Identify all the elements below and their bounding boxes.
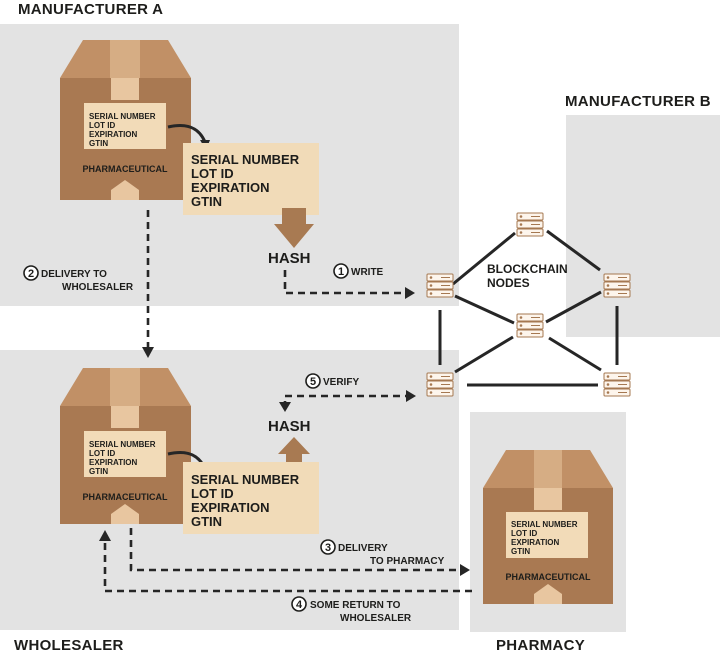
box-p-serial: SERIAL NUMBER [511,520,578,529]
hash-down-arrow [274,208,314,248]
step-3-line2: TO PHARMACY [370,556,445,567]
box-w-serial: SERIAL NUMBER [89,440,156,449]
title-pharmacy: PHARMACY [496,637,585,654]
node-bottom-left [426,372,454,397]
info-a-gtin: GTIN [191,194,222,209]
node-center [516,313,544,338]
box-w-pharmaceutical: PHARMACEUTICAL [83,492,168,502]
node-bottom-right [603,372,631,397]
step-1-number: 1 [338,266,344,278]
write-path [283,270,405,295]
box-p-expiration: EXPIRATION [511,538,560,547]
hash-label-top: HASH [268,250,311,267]
node-top [516,212,544,237]
step-5-circle [305,373,321,389]
hash-label-bottom: HASH [268,418,311,435]
node-right [603,273,631,298]
info-w-serial: SERIAL NUMBER [191,472,300,487]
box-a-gtin: GTIN [89,139,108,148]
step-5-text: VERIFY [323,377,359,388]
info-card-a [183,143,319,215]
box-a-lot: LOT ID [89,121,115,130]
box-a-serial: SERIAL NUMBER [89,112,156,121]
step-1-circle [333,263,349,279]
box-w-gtin: GTIN [89,467,108,476]
delivery-pharmacy-path [129,528,460,572]
box-manufacturer-a: SERIAL NUMBER LOT ID EXPIRATION GTIN PHA… [60,40,191,200]
step-4-line2: WHOLESALER [340,613,412,624]
step-4-number: 4 [296,599,303,611]
box-w-expiration: EXPIRATION [89,458,138,467]
hash-up-arrow [278,437,310,462]
info-w-expiration: EXPIRATION [191,500,270,515]
delivery-wholesaler-arrowhead [142,347,154,358]
info-w-gtin: GTIN [191,514,222,529]
info-a-expiration: EXPIRATION [191,180,270,195]
step-4-line1: SOME RETURN TO [310,600,401,611]
node-left [426,273,454,298]
info-card-w [183,462,319,534]
box-a-label-lines: SERIAL NUMBER LOT ID EXPIRATION GTIN [89,112,156,148]
info-a-serial: SERIAL NUMBER [191,152,300,167]
blockchain-network [426,212,631,397]
box-wholesaler: SERIAL NUMBER LOT ID EXPIRATION GTIN PHA… [60,368,191,524]
verify-arrowhead-right [406,390,416,402]
info-a-lot: LOT ID [191,166,234,181]
delivery-pharmacy-arrowhead [460,564,470,576]
blockchain-line1: BLOCKCHAIN [487,262,568,276]
curve-arrow-a [167,124,207,143]
box-w-lot: LOT ID [89,449,115,458]
step-5-number: 5 [310,376,316,388]
box-p-gtin: GTIN [511,547,530,556]
box-p-lot: LOT ID [511,529,537,538]
step-3-line1: DELIVERY [338,543,388,554]
step-4-circle [291,596,307,612]
info-w-lot: LOT ID [191,486,234,501]
step-1-text: WRITE [351,267,384,278]
title-manufacturer-b: MANUFACTURER B [565,93,711,110]
return-arrowhead [99,530,111,541]
step-2-line1: DELIVERY TO [41,269,107,280]
step-2-line2: WHOLESALER [62,282,134,293]
region-manufacturer-b [566,115,720,337]
write-arrowhead [405,287,415,299]
return-path [103,540,472,593]
box-a-pharmaceutical: PHARMACEUTICAL [83,164,168,174]
title-manufacturer-a: MANUFACTURER A [18,1,163,18]
step-3-circle [320,539,336,555]
box-a-expiration: EXPIRATION [89,130,138,139]
box-pharmacy: SERIAL NUMBER LOT ID EXPIRATION GTIN PHA… [483,450,613,604]
box-p-pharmaceutical: PHARMACEUTICAL [506,572,591,582]
blockchain-line2: NODES [487,276,530,290]
step-3-number: 3 [325,542,331,554]
step-2-number: 2 [28,268,34,280]
verify-arrowhead-down [279,402,291,412]
title-wholesaler: WHOLESALER [14,637,124,654]
step-2-circle [23,265,39,281]
